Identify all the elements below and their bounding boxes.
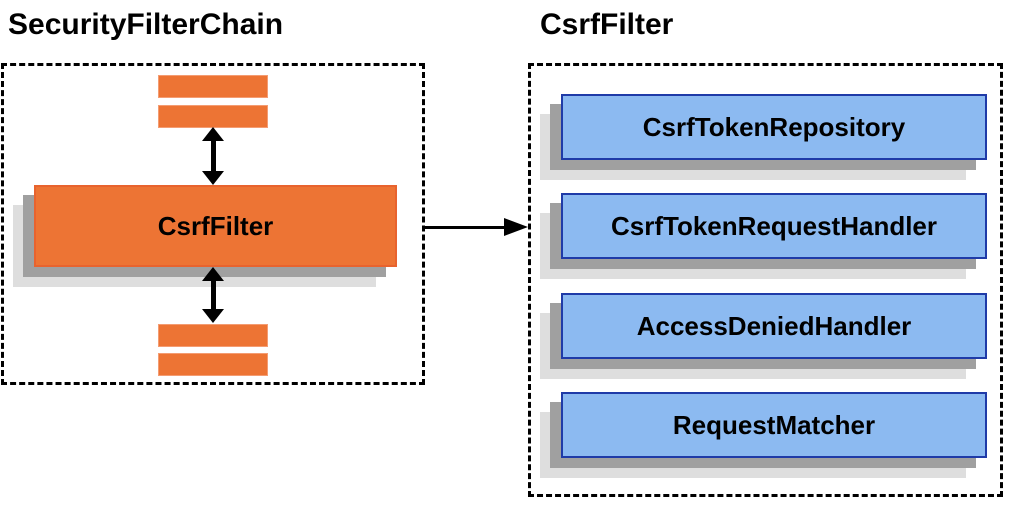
arrow-up-head bbox=[202, 127, 224, 141]
component-box-csrf-token-repository: CsrfTokenRepository bbox=[561, 94, 987, 160]
csrf-filter-title: CsrfFilter bbox=[540, 8, 674, 41]
filter-chain-bar bbox=[158, 324, 268, 347]
arrow-down-head bbox=[202, 309, 224, 323]
security-filter-chain-panel: CsrfFilter bbox=[1, 63, 425, 385]
security-filter-chain-title: SecurityFilterChain bbox=[8, 8, 284, 41]
csrf-filter-box: CsrfFilter bbox=[34, 185, 397, 267]
connector-arrow-line bbox=[425, 226, 505, 229]
component-label: CsrfTokenRequestHandler bbox=[610, 210, 938, 241]
arrow-shaft bbox=[210, 141, 216, 171]
filter-chain-bar bbox=[158, 75, 268, 98]
filter-chain-bar bbox=[158, 105, 268, 128]
arrow-down-head bbox=[202, 171, 224, 185]
bidirectional-arrow bbox=[202, 127, 224, 185]
component-label: CsrfTokenRepository bbox=[642, 111, 906, 142]
bidirectional-arrow bbox=[202, 267, 224, 323]
component-label: RequestMatcher bbox=[672, 409, 876, 440]
arrow-shaft bbox=[210, 281, 216, 309]
filter-chain-bar bbox=[158, 353, 268, 376]
csrf-filter-box-label: CsrfFilter bbox=[157, 210, 274, 241]
component-box-request-matcher: RequestMatcher bbox=[561, 392, 987, 458]
csrf-filter-components-panel: CsrfTokenRepository CsrfTokenRequestHand… bbox=[528, 63, 1003, 497]
component-box-access-denied-handler: AccessDeniedHandler bbox=[561, 293, 987, 359]
connector-arrow-head bbox=[504, 218, 528, 236]
arrow-up-head bbox=[202, 267, 224, 281]
component-box-csrf-token-request-handler: CsrfTokenRequestHandler bbox=[561, 193, 987, 259]
component-label: AccessDeniedHandler bbox=[636, 310, 912, 341]
